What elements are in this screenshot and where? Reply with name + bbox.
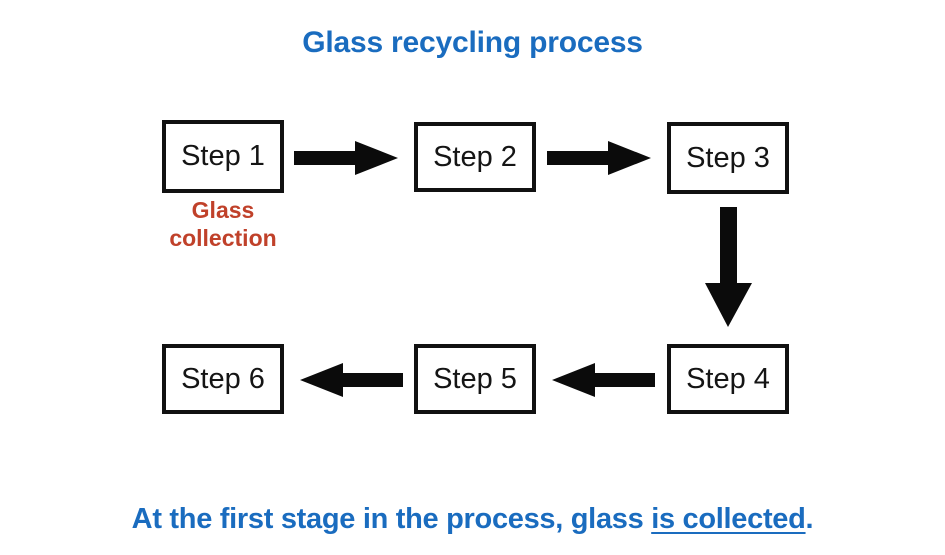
arrow-step5-to-step6-icon	[300, 363, 403, 397]
step-box-2[interactable]: Step 2	[414, 122, 536, 192]
step-box-2-label: Step 2	[433, 140, 517, 173]
step-box-4[interactable]: Step 4	[667, 344, 789, 414]
glass-collection-caption: Glass collection	[132, 196, 314, 252]
glass-collection-caption-line2: collection	[169, 225, 277, 252]
step-box-5[interactable]: Step 5	[414, 344, 536, 414]
step-box-1[interactable]: Step 1	[162, 120, 284, 193]
step-box-6[interactable]: Step 6	[162, 344, 284, 414]
bottom-sentence-underlined-phrase: is collected	[651, 503, 806, 535]
arrow-step1-to-step2-icon	[294, 141, 398, 175]
arrow-step2-to-step3-icon	[547, 141, 651, 175]
step-box-3[interactable]: Step 3	[667, 122, 789, 194]
arrow-step4-to-step5-icon	[552, 363, 655, 397]
arrow-step3-to-step4-icon	[705, 207, 752, 327]
step-box-4-label: Step 4	[686, 362, 770, 395]
bottom-sentence-suffix: .	[805, 503, 814, 535]
bottom-sentence-prefix: At the first stage in the process, glass	[131, 503, 652, 535]
bottom-sentence: At the first stage in the process, glass…	[0, 503, 945, 536]
step-box-1-label: Step 1	[181, 140, 265, 172]
step-box-5-label: Step 5	[433, 362, 517, 395]
step-box-3-label: Step 3	[686, 141, 770, 174]
page-title: Glass recycling process	[302, 26, 643, 59]
glass-collection-caption-line1: Glass	[191, 197, 255, 223]
step-box-6-label: Step 6	[181, 362, 265, 395]
